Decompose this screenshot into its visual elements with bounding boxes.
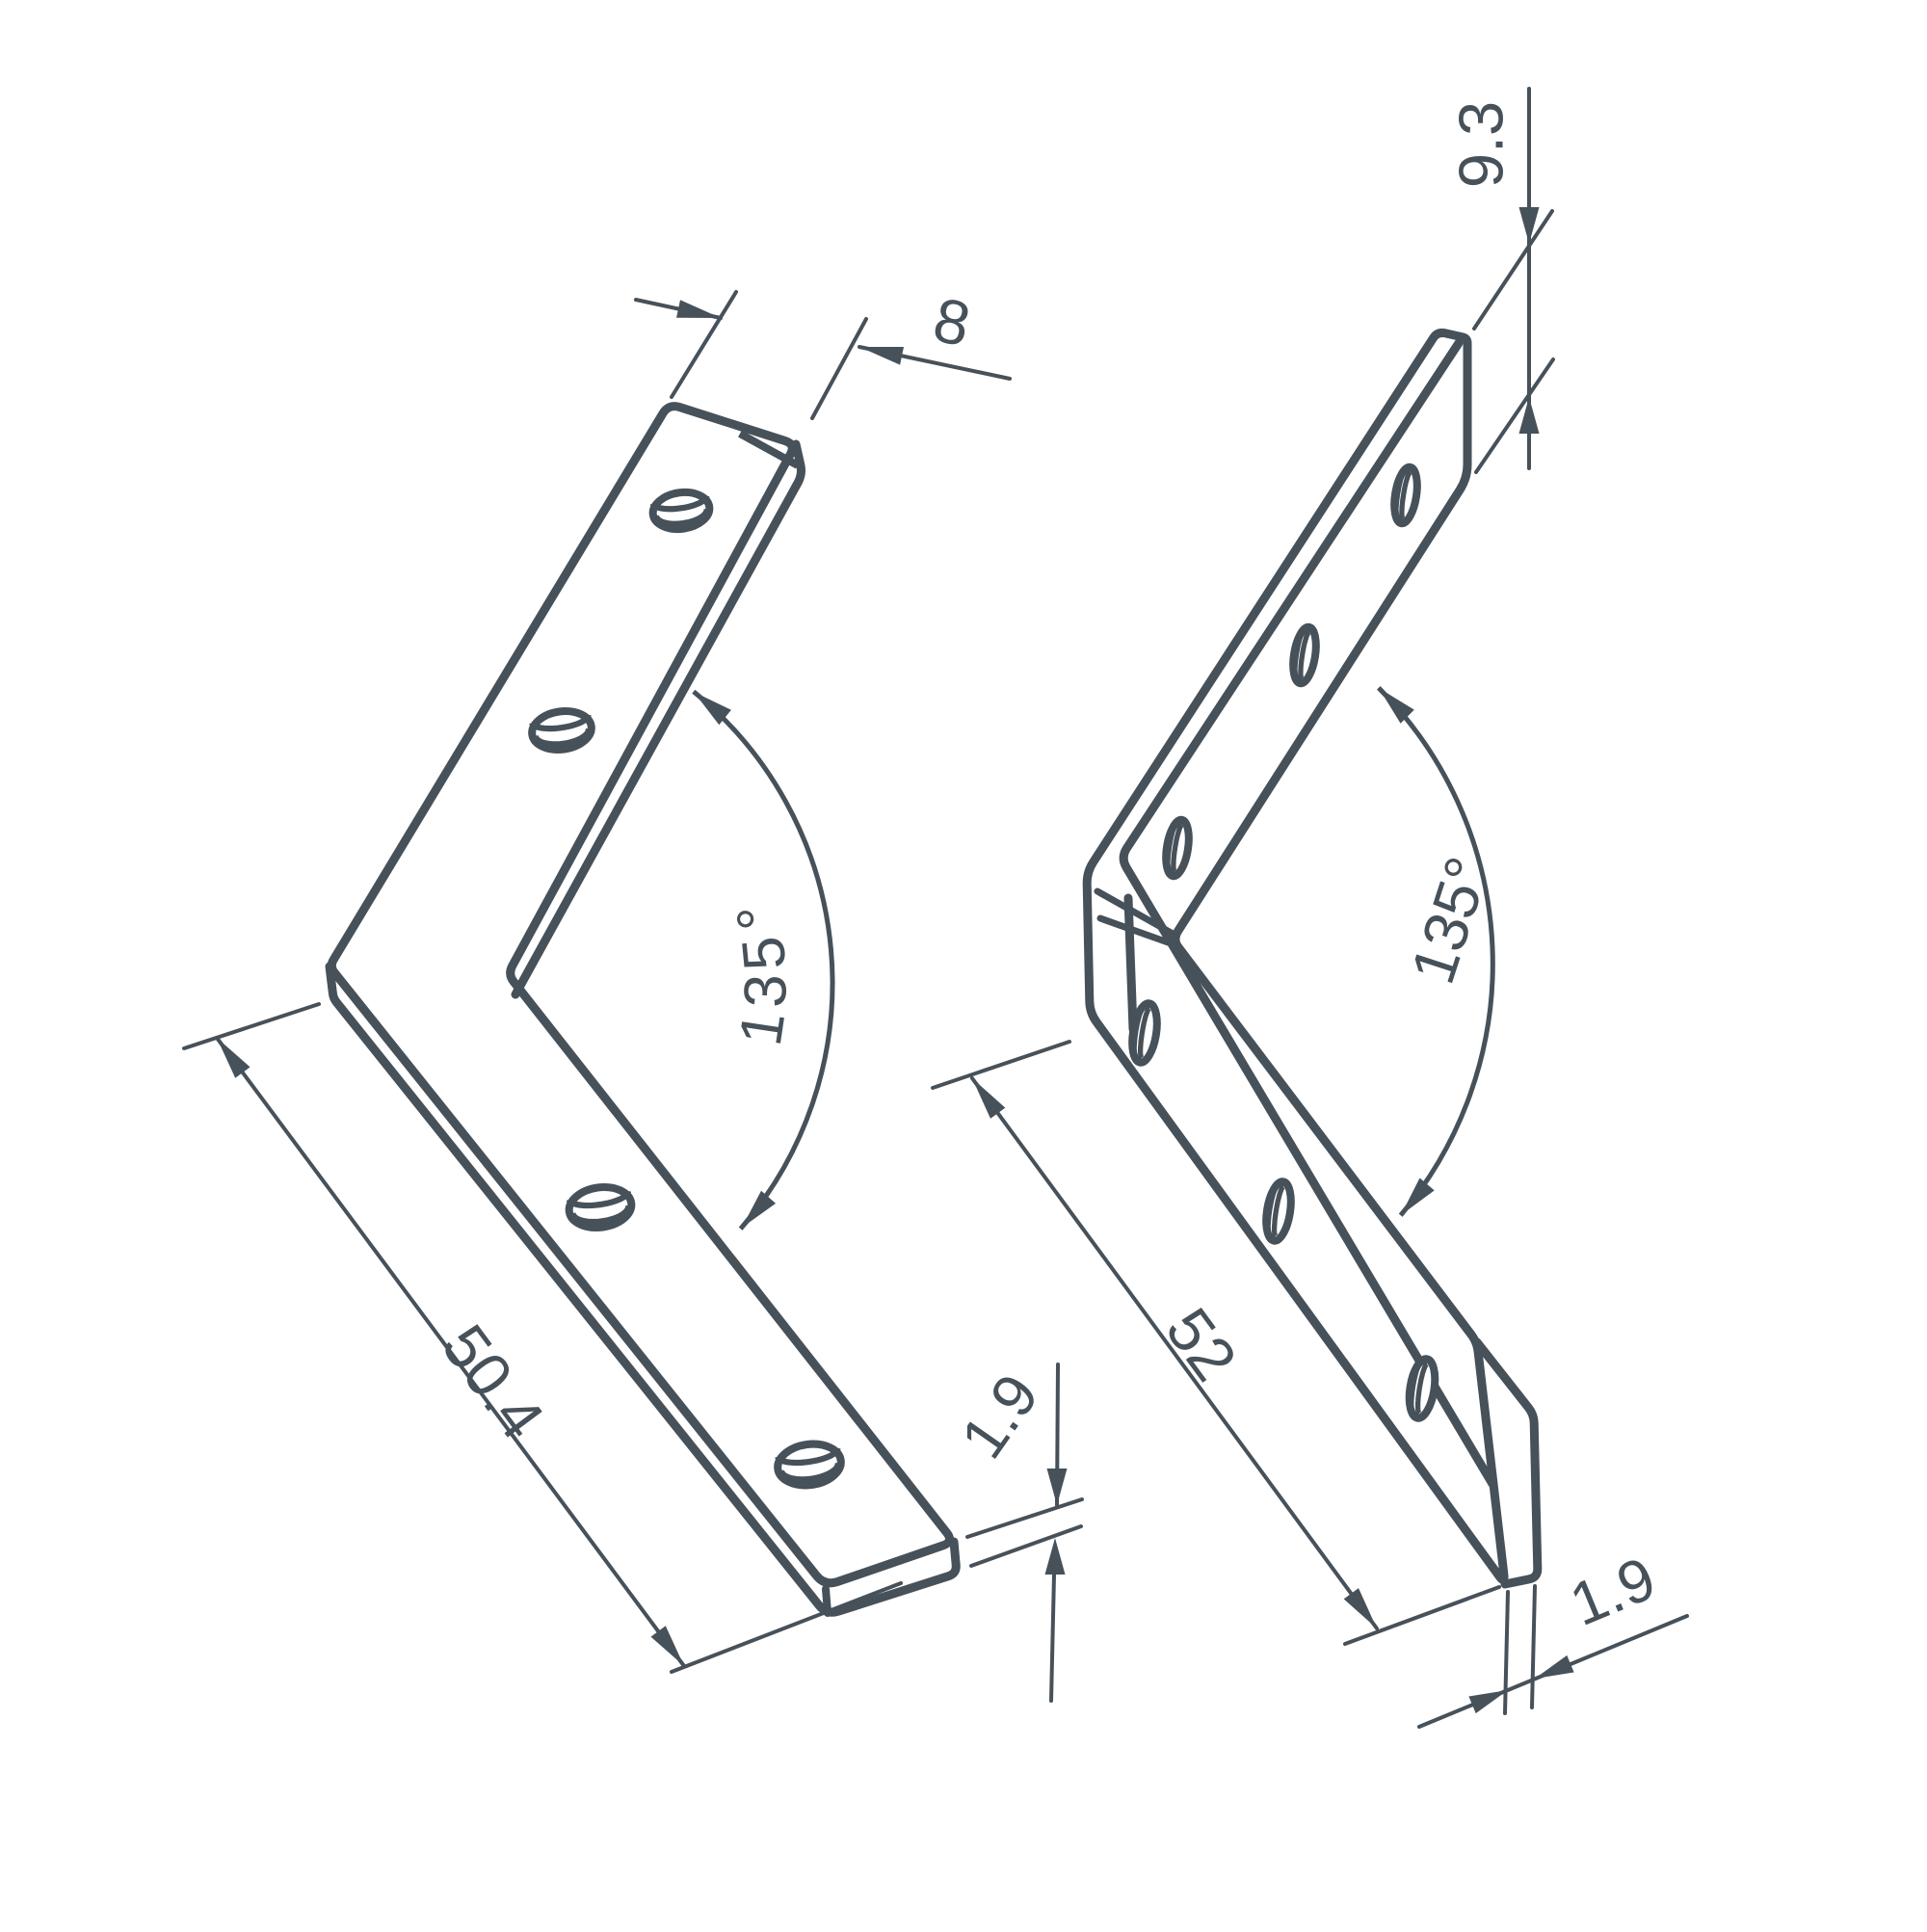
svg-text:9.3: 9.3 xyxy=(1446,101,1517,188)
svg-text:3: 3 xyxy=(732,973,800,1008)
svg-text:5: 5 xyxy=(730,934,800,973)
